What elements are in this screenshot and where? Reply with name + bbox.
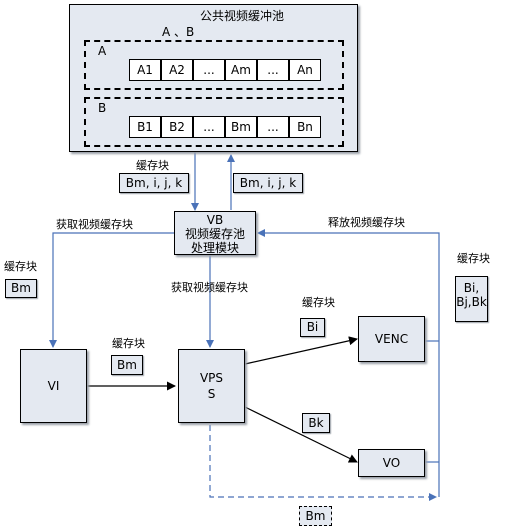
cell-b-ellipsis-1: ... (193, 116, 225, 138)
vo-module: VO (358, 449, 425, 477)
tag-up: Bm, i, j, k (233, 173, 303, 193)
cell-a-ellipsis-1: ... (193, 59, 225, 81)
cell-a2: A2 (161, 59, 193, 81)
vb-module: VB 视频缓存池 处理模块 (174, 211, 256, 255)
group-b-cells: B1 B2 ... Bm ... Bn (129, 116, 321, 138)
cell-b2: B2 (161, 116, 193, 138)
cell-a-ellipsis-2: ... (257, 59, 289, 81)
cell-bn: Bn (289, 116, 321, 138)
venc-module: VENC (358, 316, 425, 362)
vpss-line2: S (207, 387, 216, 401)
pool-subtitle: A 、B (162, 25, 195, 39)
group-a-label: A (98, 44, 107, 58)
cell-a1: A1 (129, 59, 161, 81)
tag-bi: Bi (300, 318, 325, 337)
release-buffer-label: 释放视频缓存块 (328, 216, 405, 229)
tag-down: Bm, i, j, k (119, 173, 189, 193)
tag-bk: Bk (302, 413, 330, 433)
group-b: B B1 B2 ... Bm ... Bn (84, 97, 344, 147)
release-line (257, 229, 440, 497)
cache-block-label-top: 缓存块 (136, 159, 169, 172)
cache-block-label-vi: 缓存块 (112, 337, 145, 350)
public-video-buffer-pool: 公共视频缓冲池 A 、B A A1 A2 ... Am ... An B B1 … (69, 4, 358, 152)
cell-an: An (289, 59, 321, 81)
cell-b-ellipsis-2: ... (257, 116, 289, 138)
vpss-line1: VPS (199, 371, 224, 385)
vb-title: VB (206, 213, 224, 227)
get-buffer-label-left: 获取视频缓存块 (56, 218, 133, 231)
cell-b1: B1 (129, 116, 161, 138)
cell-bm: Bm (225, 116, 257, 138)
cell-am: Am (225, 59, 257, 81)
vpss-module: VPS S (178, 349, 245, 423)
group-b-label: B (98, 101, 107, 115)
vi-module: VI (20, 349, 87, 423)
tag-bottom: Bm (299, 506, 332, 526)
vpss-to-venc-arrow (244, 336, 358, 365)
tag-vi: Bm (111, 355, 143, 375)
vb-line3: 处理模块 (190, 241, 239, 255)
tag-right: Bi, Bj,Bk (455, 276, 488, 322)
cache-block-label-right: 缓存块 (457, 252, 490, 265)
cache-block-label-left: 缓存块 (4, 260, 37, 273)
pool-title: 公共视频缓冲池 (200, 9, 285, 23)
group-a: A A1 A2 ... Am ... An (84, 40, 344, 90)
group-a-cells: A1 A2 ... Am ... An (129, 59, 321, 81)
vpss-to-vo-arrow (244, 406, 358, 463)
tag-left: Bm (5, 279, 37, 298)
vb-line2: 视频缓存池 (184, 227, 245, 241)
vpss-dashed-return (209, 425, 437, 501)
cache-block-label-venc: 缓存块 (302, 296, 335, 309)
vb-to-vi-arrow (49, 232, 174, 348)
get-buffer-label-center: 获取视频缓存块 (171, 281, 248, 294)
